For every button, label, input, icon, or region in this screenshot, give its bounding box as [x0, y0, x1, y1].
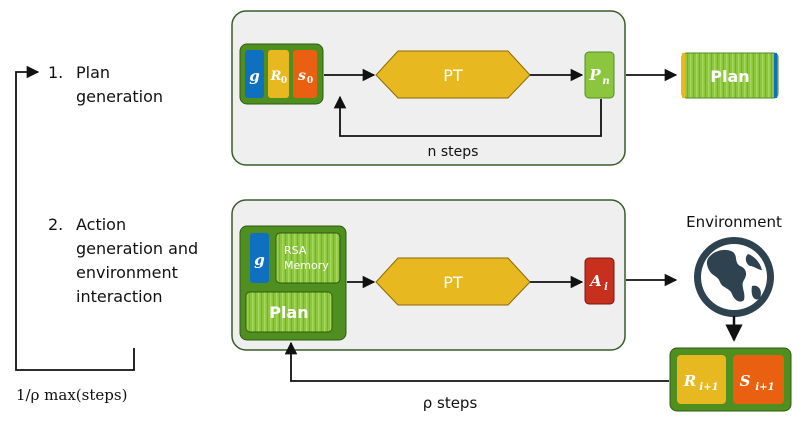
plan-output-edge-right: [774, 53, 777, 98]
pt-block-top: [375, 50, 531, 99]
rho-steps-label: ρ steps: [423, 394, 478, 412]
action-line-4: interaction: [76, 287, 163, 306]
action-line-2: generation and: [76, 239, 198, 258]
output-ai: [584, 257, 615, 305]
output-pn-label: P: [588, 66, 601, 84]
action-line-1: Action: [76, 215, 126, 234]
plan-block-bottom: [245, 291, 333, 333]
token-r-next: [677, 355, 726, 404]
loop-label: 1/ρ max(steps): [16, 386, 127, 404]
n-steps-loop: [333, 95, 602, 137]
token-s-sub: 0: [307, 76, 313, 86]
outer-loop-arrow: [15, 65, 135, 371]
pt-label-bottom: PT: [443, 273, 463, 292]
pt-label-top: PT: [443, 66, 463, 85]
n-steps-label: n steps: [428, 144, 479, 160]
token-r-next-sub: i+1: [699, 382, 718, 393]
label-action-generation: 2. Action generation and environment int…: [48, 215, 198, 306]
globe-icon: [694, 237, 774, 317]
token-g-bottom: [250, 233, 269, 283]
rsa-memory-block: [275, 232, 341, 284]
token-s-next: [733, 355, 784, 404]
token-s-next-sub: i+1: [755, 382, 774, 393]
token-g-label: g: [249, 67, 260, 85]
token-g: [245, 50, 264, 98]
output-ai-sub: i: [604, 282, 608, 293]
token-r-label: R: [270, 69, 282, 84]
output-pn: [584, 51, 615, 99]
token-r-sub: 0: [281, 76, 287, 86]
plan-output-label: Plan: [710, 67, 749, 86]
plan-block-bottom-label: Plan: [269, 303, 308, 322]
plan-line-2: generation: [76, 87, 163, 106]
token-r: [268, 50, 289, 98]
action-number: 2.: [48, 215, 63, 234]
rsa-label: RSA: [284, 244, 307, 257]
plan-output-edge-left: [682, 53, 685, 98]
token-s: [293, 50, 317, 98]
label-plan-generation: 1. Plan generation: [48, 63, 163, 106]
token-g-bottom-label: g: [254, 251, 265, 269]
token-s-label: s: [298, 68, 306, 84]
plan-line-1: Plan: [76, 63, 110, 82]
action-line-3: environment: [76, 263, 178, 282]
output-pn-sub: n: [602, 76, 609, 87]
plan-number: 1.: [48, 63, 63, 82]
rho-steps-loop: [284, 341, 669, 382]
memory-label: Memory: [284, 259, 329, 272]
token-s-next-label: S: [740, 372, 751, 390]
output-ai-label: A: [588, 272, 602, 290]
token-r-next-label: R: [683, 372, 696, 390]
environment-label: Environment: [686, 213, 782, 231]
pt-block-bottom: [375, 257, 531, 306]
